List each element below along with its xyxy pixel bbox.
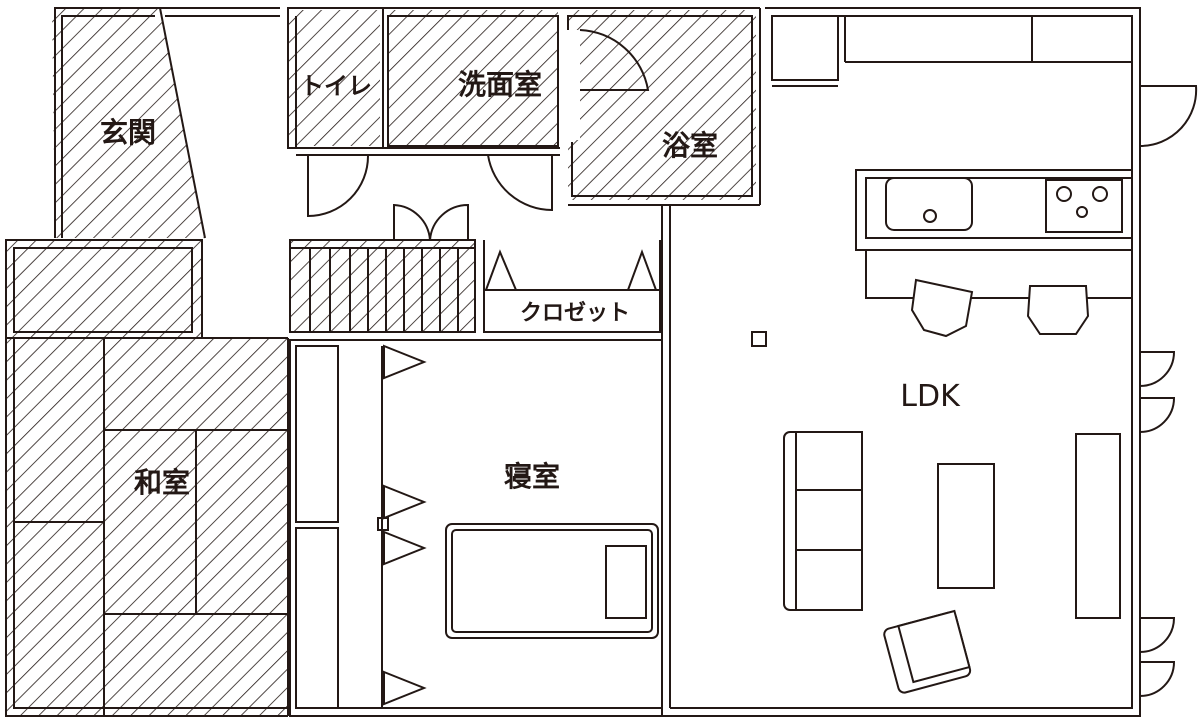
room-label-bathroom: 浴室 (662, 129, 718, 162)
washroom-hatch (388, 10, 558, 148)
room-label-bedroom: 寝室 (504, 460, 560, 493)
furniture (445, 177, 1123, 694)
room-label-genkan: 玄関 (100, 116, 156, 149)
room-label-washitsu: 和室 (134, 466, 190, 499)
room-label-toilet: トイレ (300, 72, 372, 100)
walls (5, 7, 1198, 717)
tv-board (1075, 433, 1121, 619)
room-label-washroom: 洗面室 (458, 68, 542, 101)
stairs-hatch (290, 240, 475, 332)
room-label-ldk: LDK (900, 379, 961, 414)
room-label-closet: クロゼット (520, 301, 630, 326)
coffee-table (937, 463, 995, 589)
toilet-hatch (288, 10, 380, 146)
genkan-hatch (52, 8, 205, 238)
dining-chair (1026, 285, 1090, 335)
washitsu-upper-hatch (6, 240, 202, 338)
dining-chair (910, 278, 974, 338)
stove (1045, 179, 1123, 233)
hatched-areas (6, 8, 756, 716)
kitchen-sink (885, 177, 973, 231)
room-labels: 玄関 トイレ 洗面室 浴室 クロゼット 寝室 和室 LDK (100, 68, 961, 499)
washitsu-hatch (6, 338, 288, 716)
bathroom-hatch (568, 10, 756, 200)
